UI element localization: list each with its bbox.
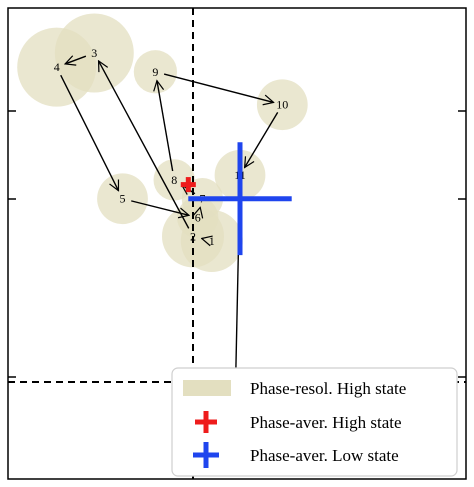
legend-label-low: Phase-aver. Low state <box>250 446 399 465</box>
legend: Phase-resol. High state Phase-aver. High… <box>171 367 458 477</box>
arrow-10-11 <box>245 112 279 167</box>
arrow-2-3 <box>99 61 190 229</box>
phase-averaged-markers <box>180 142 292 256</box>
legend-low-marker <box>193 442 219 468</box>
legend-high-marker <box>195 411 217 433</box>
point-label-4: 4 <box>54 60 60 74</box>
point-label-8: 8 <box>171 173 177 187</box>
phase-resolved-halos <box>17 13 308 422</box>
halo-9 <box>133 50 178 94</box>
halo-10 <box>256 79 308 131</box>
point-label-3: 3 <box>91 46 97 60</box>
legend-halo-swatch <box>183 380 231 396</box>
halo-4 <box>17 27 97 107</box>
arrow-9-10 <box>163 73 273 102</box>
legend-label-high: Phase-aver. High state <box>250 413 402 432</box>
arrow-3-4 <box>65 56 87 64</box>
point-label-6: 6 <box>195 211 201 225</box>
high-state-marker <box>180 177 196 193</box>
point-label-10: 10 <box>276 98 288 112</box>
arrow-5-6 <box>131 200 189 215</box>
legend-box <box>171 367 458 477</box>
low-state-marker <box>188 142 292 256</box>
axes-frame <box>7 7 467 480</box>
point-label-9: 9 <box>152 65 158 79</box>
point-label-5: 5 <box>120 192 126 206</box>
legend-label-halo: Phase-resol. High state <box>250 379 406 398</box>
arrow-4-5 <box>60 74 120 191</box>
point-label-1: 1 <box>209 234 215 248</box>
point-label-2: 2 <box>190 229 196 243</box>
arrow-8-9 <box>157 81 174 172</box>
axes-border <box>7 7 467 480</box>
